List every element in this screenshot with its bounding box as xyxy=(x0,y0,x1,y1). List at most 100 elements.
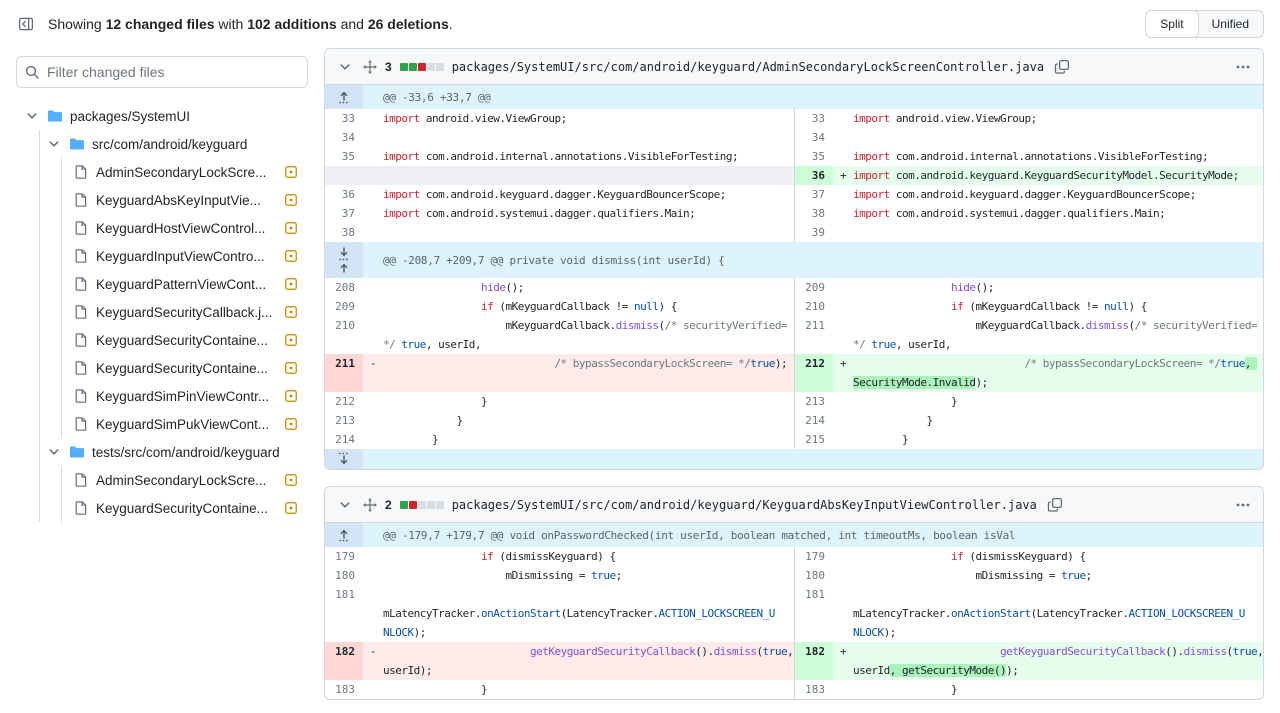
line-number[interactable]: 215 xyxy=(805,433,825,446)
line-number[interactable]: 209 xyxy=(335,300,355,313)
line-number[interactable] xyxy=(325,604,363,623)
file-icon xyxy=(73,416,89,432)
line-number[interactable]: 183 xyxy=(805,683,825,696)
line-number[interactable]: 210 xyxy=(335,319,355,332)
line-number[interactable]: 209 xyxy=(805,281,825,294)
line-number[interactable] xyxy=(795,623,833,642)
line-number[interactable]: 210 xyxy=(805,300,825,313)
line-number[interactable]: 180 xyxy=(335,569,355,582)
drag-handle-icon[interactable] xyxy=(363,497,377,512)
view-mode-unified-button[interactable]: Unified xyxy=(1198,11,1263,37)
line-number[interactable]: 39 xyxy=(811,226,825,239)
line-number[interactable]: 214 xyxy=(805,414,825,427)
line-number[interactable]: 182 xyxy=(795,642,833,661)
tree-file[interactable]: KeyguardInputViewContro... xyxy=(16,242,308,270)
code-line: mLatencyTracker.onActionStart(LatencyTra… xyxy=(383,607,775,620)
expand-up-button[interactable] xyxy=(325,85,363,109)
chevron-down-icon xyxy=(46,444,62,460)
file-path[interactable]: packages/SystemUI/src/com/android/keygua… xyxy=(451,497,1037,512)
tree-file[interactable]: AdminSecondaryLockScre... xyxy=(16,466,308,494)
line-number[interactable]: 35 xyxy=(341,150,355,163)
line-number[interactable]: 181 xyxy=(335,588,355,601)
line-number[interactable]: 182 xyxy=(325,642,363,661)
line-number[interactable]: 38 xyxy=(341,226,355,239)
diff-row: 34 34 xyxy=(325,128,1263,147)
tree-folder[interactable]: src/com/android/keyguard xyxy=(16,130,308,158)
diff-side-new: 213 } xyxy=(794,392,1263,411)
tree-file[interactable]: KeyguardSecurityContaine... xyxy=(16,326,308,354)
line-number[interactable]: 179 xyxy=(805,550,825,563)
code-line: } xyxy=(853,414,933,427)
file-options-button[interactable] xyxy=(1233,495,1253,515)
line-number[interactable]: 34 xyxy=(341,131,355,144)
line-number[interactable] xyxy=(795,604,833,623)
line-number[interactable]: 214 xyxy=(335,433,355,446)
diffstat-block xyxy=(426,500,435,509)
tree-item-label: KeyguardSimPinViewContr... xyxy=(96,388,270,404)
line-number[interactable] xyxy=(795,373,833,392)
file-options-button[interactable] xyxy=(1233,57,1253,77)
line-number[interactable]: 179 xyxy=(335,550,355,563)
drag-handle-icon[interactable] xyxy=(363,59,377,74)
kebab-icon xyxy=(1235,497,1251,513)
tree-item-label: src/com/android/keyguard xyxy=(92,136,248,152)
line-number[interactable]: 183 xyxy=(335,683,355,696)
line-number[interactable]: 33 xyxy=(811,112,825,125)
line-number[interactable]: 212 xyxy=(335,395,355,408)
collapse-diff-button[interactable] xyxy=(335,57,355,77)
line-number[interactable]: 34 xyxy=(811,131,825,144)
tree-file[interactable]: AdminSecondaryLockScre... xyxy=(16,158,308,186)
line-number[interactable]: 180 xyxy=(805,569,825,582)
line-number[interactable] xyxy=(795,335,833,354)
tree-file[interactable]: KeyguardPatternViewCont... xyxy=(16,270,308,298)
line-number[interactable]: 37 xyxy=(811,188,825,201)
tree-folder[interactable]: tests/src/com/android/keyguard xyxy=(16,438,308,466)
code-line: + getKeyguardSecurityCallback().dismiss(… xyxy=(833,642,1263,661)
line-number[interactable]: 181 xyxy=(805,588,825,601)
line-number[interactable]: 35 xyxy=(811,150,825,163)
line-number[interactable]: 208 xyxy=(335,281,355,294)
tree-file[interactable]: KeyguardSecurityContaine... xyxy=(16,494,308,522)
diffstat-block xyxy=(435,62,444,71)
line-number[interactable]: 213 xyxy=(335,414,355,427)
line-number[interactable] xyxy=(325,373,363,392)
line-number[interactable]: 38 xyxy=(811,207,825,220)
collapse-diff-button[interactable] xyxy=(335,495,355,515)
tree-file[interactable]: KeyguardAbsKeyInputVie... xyxy=(16,186,308,214)
line-number[interactable] xyxy=(325,623,363,642)
hunk-row: @@ -33,6 +33,7 @@ xyxy=(325,85,1263,109)
diff-side-new: 182+ getKeyguardSecurityCallback().dismi… xyxy=(794,642,1263,661)
expand-down-button[interactable] xyxy=(325,449,363,469)
copy-path-button[interactable] xyxy=(1045,495,1065,515)
tree-file[interactable]: KeyguardSecurityContaine... xyxy=(16,354,308,382)
tree-file[interactable]: KeyguardHostViewControl... xyxy=(16,214,308,242)
expand-up-button[interactable] xyxy=(325,523,363,547)
line-number[interactable]: 33 xyxy=(341,112,355,125)
diff-side-new: */ true, userId, xyxy=(794,335,1263,354)
tree-file[interactable]: KeyguardSimPinViewContr... xyxy=(16,382,308,410)
line-number[interactable]: 36 xyxy=(795,166,833,185)
view-mode-split-button[interactable]: Split xyxy=(1145,10,1199,38)
tree-file[interactable]: KeyguardSecurityCallback.j... xyxy=(16,298,308,326)
tree-file[interactable]: KeyguardSimPukViewCont... xyxy=(16,410,308,438)
filter-changed-files-input[interactable] xyxy=(16,56,308,88)
file-path[interactable]: packages/SystemUI/src/com/android/keygua… xyxy=(451,59,1045,74)
line-number[interactable]: 36 xyxy=(341,188,355,201)
expand-both-button[interactable] xyxy=(325,242,363,278)
tree-folder[interactable]: packages/SystemUI xyxy=(16,102,308,130)
line-number[interactable]: 37 xyxy=(341,207,355,220)
line-number[interactable] xyxy=(325,335,363,354)
line-number[interactable] xyxy=(795,661,833,680)
line-number[interactable]: 211 xyxy=(325,354,363,373)
file-tree-toggle-button[interactable] xyxy=(16,14,36,34)
line-number[interactable] xyxy=(325,661,363,680)
diff-row: 213 }214 } xyxy=(325,411,1263,430)
line-number[interactable]: 212 xyxy=(795,354,833,373)
copy-path-button[interactable] xyxy=(1052,57,1072,77)
line-number[interactable]: 213 xyxy=(805,395,825,408)
tree-indent-guide xyxy=(61,466,62,522)
line-number[interactable]: 211 xyxy=(805,319,825,332)
